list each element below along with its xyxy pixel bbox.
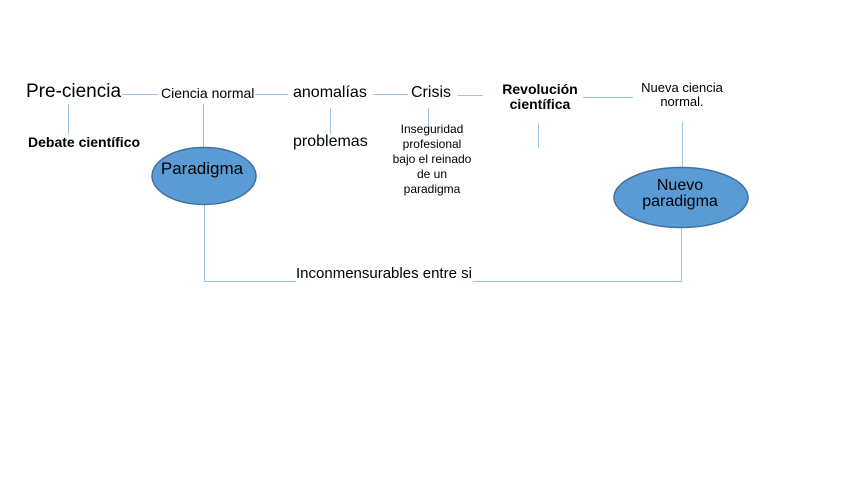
label-crisis: Crisis bbox=[411, 84, 451, 101]
label-problemas: problemas bbox=[293, 133, 368, 150]
paradigma-ellipse bbox=[151, 146, 257, 206]
label-inseguridad-profesional: Inseguridad profesional bajo el reinado … bbox=[392, 122, 472, 196]
label-anomalias: anomalías bbox=[293, 84, 367, 101]
label-nuevo-paradigma: Nuevo paradigma bbox=[642, 177, 718, 210]
nuevo-paradigma-ellipse bbox=[613, 166, 749, 229]
label-revolucion-cientifica: Revolución científica bbox=[502, 81, 578, 112]
label-nueva-ciencia-normal: Nueva ciencia normal. bbox=[641, 80, 723, 109]
label-paradigma: Paradigma bbox=[160, 159, 244, 178]
label-pre-ciencia: Pre-ciencia bbox=[26, 81, 122, 102]
label-ciencia-normal: Ciencia normal bbox=[161, 85, 255, 101]
label-debate-cientifico: Debate científico bbox=[28, 134, 141, 150]
label-inconmensurables: Inconmensurables entre si bbox=[296, 265, 472, 282]
